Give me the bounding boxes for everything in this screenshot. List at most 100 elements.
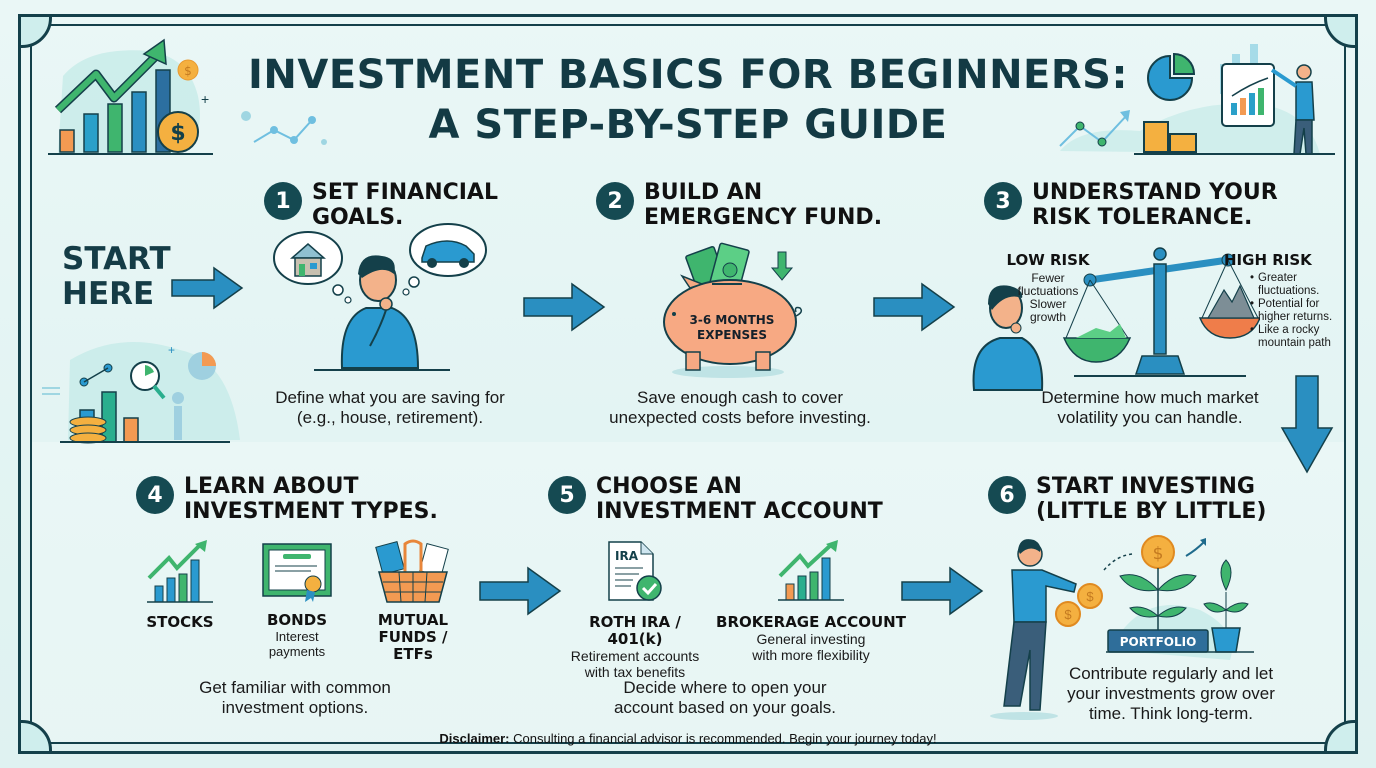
high-risk-panel: HIGH RISK Greater fluctuations. Potentia… — [1224, 252, 1342, 350]
start-here-label: START HERE — [62, 242, 171, 312]
step-title: BUILD AN EMERGENCY FUND. — [644, 180, 882, 230]
investment-type-mutual-funds: MUTUAL FUNDS / ETFs — [370, 538, 456, 663]
step-5-heading: 5 CHOOSE AN INVESTMENT ACCOUNT — [548, 474, 883, 524]
step-number-badge: 4 — [136, 476, 174, 514]
label-line: FUNDS / — [378, 628, 448, 646]
step-2-heading: 2 BUILD AN EMERGENCY FUND. — [596, 180, 882, 230]
description-line: investment options. — [221, 698, 369, 717]
step-number-badge: 2 — [596, 182, 634, 220]
description-line: Save enough cash to cover — [636, 388, 844, 407]
svg-text:+: + — [168, 343, 175, 357]
description-line: your investments grow over — [1067, 684, 1275, 703]
goal-setting-illustration — [270, 218, 490, 374]
svg-text:IRA: IRA — [615, 549, 639, 563]
right-arrow-icon — [523, 282, 606, 332]
step-3-heading: 3 UNDERSTAND YOUR RISK TOLERANCE. — [984, 180, 1278, 230]
svg-text:$: $ — [1086, 589, 1094, 604]
account-label: ROTH IRA / 401(k) — [589, 613, 681, 648]
house-thought-icon — [273, 231, 343, 285]
high-risk-bullet: Greater fluctuations. — [1250, 272, 1342, 298]
car-thought-icon — [409, 223, 487, 277]
balance-scale-icon — [970, 246, 1262, 396]
disclaimer: Disclaimer: Consulting a financial advis… — [0, 731, 1376, 746]
account-sub: Retirement accounts — [570, 648, 700, 664]
decorative-frame-inner — [30, 24, 1346, 744]
thinking-person-icon — [340, 255, 420, 369]
start-here-line-2: HERE — [62, 276, 155, 312]
svg-text:+: + — [201, 91, 209, 107]
investment-type-label: BONDS — [267, 611, 327, 629]
growth-chart-illustration: $ $ + — [48, 36, 218, 158]
description-line: Decide where to open your — [623, 678, 827, 697]
step-1-description: Define what you are saving for (e.g., ho… — [250, 388, 530, 428]
account-sub: with tax benefits — [584, 664, 686, 680]
svg-text:$: $ — [1064, 607, 1072, 622]
right-arrow-icon — [873, 282, 956, 332]
step-title-line-1: LEARN ABOUT — [184, 474, 359, 499]
step-title: START INVESTING (LITTLE BY LITTLE) — [1036, 474, 1266, 524]
description-line: unexpected costs before investing. — [609, 408, 871, 427]
stocks-chart-icon — [147, 540, 213, 603]
step-title-line-1: START INVESTING — [1036, 474, 1255, 499]
step-title-line-2: EMERGENCY FUND. — [644, 205, 883, 230]
investment-type-label: MUTUAL FUNDS / ETFs — [370, 612, 456, 663]
right-arrow-icon — [171, 266, 244, 310]
account-brokerage: BROKERAGE ACCOUNT General investing with… — [716, 538, 906, 663]
ira-document-icon: IRA — [608, 541, 662, 601]
step-2-description: Save enough cash to cover unexpected cos… — [580, 388, 900, 428]
step-title: CHOOSE AN INVESTMENT ACCOUNT — [596, 474, 883, 524]
right-arrow-icon — [479, 566, 562, 616]
description-line: Define what you are saving for — [275, 388, 505, 407]
step-4-heading: 4 LEARN ABOUT INVESTMENT TYPES. — [136, 474, 438, 524]
investment-type-stocks: STOCKS — [140, 538, 220, 631]
label-line: ETFs — [393, 645, 433, 663]
step-title-line-2: (LITTLE BY LITTLE) — [1036, 499, 1267, 524]
account-label: BROKERAGE ACCOUNT — [716, 613, 906, 631]
thinking-person-icon — [972, 285, 1044, 391]
investment-type-sub: Interest — [275, 629, 319, 644]
description-line: volatility you can handle. — [1057, 408, 1243, 427]
step-title-line-2: INVESTMENT TYPES. — [184, 499, 438, 524]
account-sub: with more flexibility — [752, 647, 870, 663]
decorative-frame — [18, 14, 1358, 754]
page-title: INVESTMENT BASICS FOR BEGINNERS: A STEP-… — [0, 50, 1376, 150]
high-risk-bullet: Like a rocky mountain path — [1250, 324, 1342, 350]
low-risk-panel: LOW RISK Fewer fluctuations Slower growt… — [1004, 252, 1092, 324]
down-arrow-icon — [770, 251, 794, 281]
high-risk-bullet: Potential for higher returns. — [1250, 298, 1342, 324]
low-risk-line: Fewer — [1031, 271, 1065, 285]
presenter-illustration — [1050, 36, 1335, 158]
step-6-heading: 6 START INVESTING (LITTLE BY LITTLE) — [988, 474, 1266, 524]
low-risk-description: Fewer fluctuations Slower growth — [1004, 272, 1092, 324]
basket-icon — [375, 539, 449, 603]
label-line: MUTUAL — [377, 611, 449, 629]
svg-text:$: $ — [170, 121, 185, 146]
step-number-badge: 3 — [984, 182, 1022, 220]
disclaimer-label: Disclaimer: — [439, 731, 510, 746]
investment-type-label: STOCKS — [146, 613, 214, 631]
step-title-line-2: RISK TOLERANCE. — [1032, 205, 1253, 230]
svg-text:EXPENSES: EXPENSES — [697, 328, 767, 342]
low-risk-line: growth — [1029, 310, 1067, 324]
step-1-heading: 1 SET FINANCIAL GOALS. — [264, 180, 498, 230]
low-risk-line: Slower — [1029, 297, 1067, 311]
description-line: Determine how much market — [1041, 388, 1259, 407]
svg-text:$: $ — [1153, 544, 1164, 564]
description-line: Contribute regularly and let — [1068, 664, 1274, 683]
step-title-line-2: GOALS. — [312, 205, 404, 230]
step-6-description: Contribute regularly and let your invest… — [1046, 664, 1296, 724]
account-sub: General investing — [756, 631, 866, 647]
low-risk-line: fluctuations — [1017, 284, 1079, 298]
account-roth-ira: IRA ROTH IRA / 401(k) Retirement account… — [560, 540, 710, 680]
investment-type-sub: payments — [268, 644, 326, 659]
description-line: Get familiar with common — [199, 678, 391, 697]
down-arrow-icon — [1280, 375, 1334, 474]
step-number-badge: 6 — [988, 476, 1026, 514]
step-title-line-1: CHOOSE AN — [596, 474, 742, 499]
low-risk-label: LOW RISK — [1006, 251, 1090, 269]
description-line: time. Think long-term. — [1088, 704, 1254, 723]
start-here-line-1: START — [62, 241, 171, 277]
investment-type-bonds: BONDS Interest payments — [254, 540, 340, 659]
step-title-line-1: BUILD AN — [644, 180, 763, 205]
step-4-description: Get familiar with common investment opti… — [150, 678, 440, 718]
